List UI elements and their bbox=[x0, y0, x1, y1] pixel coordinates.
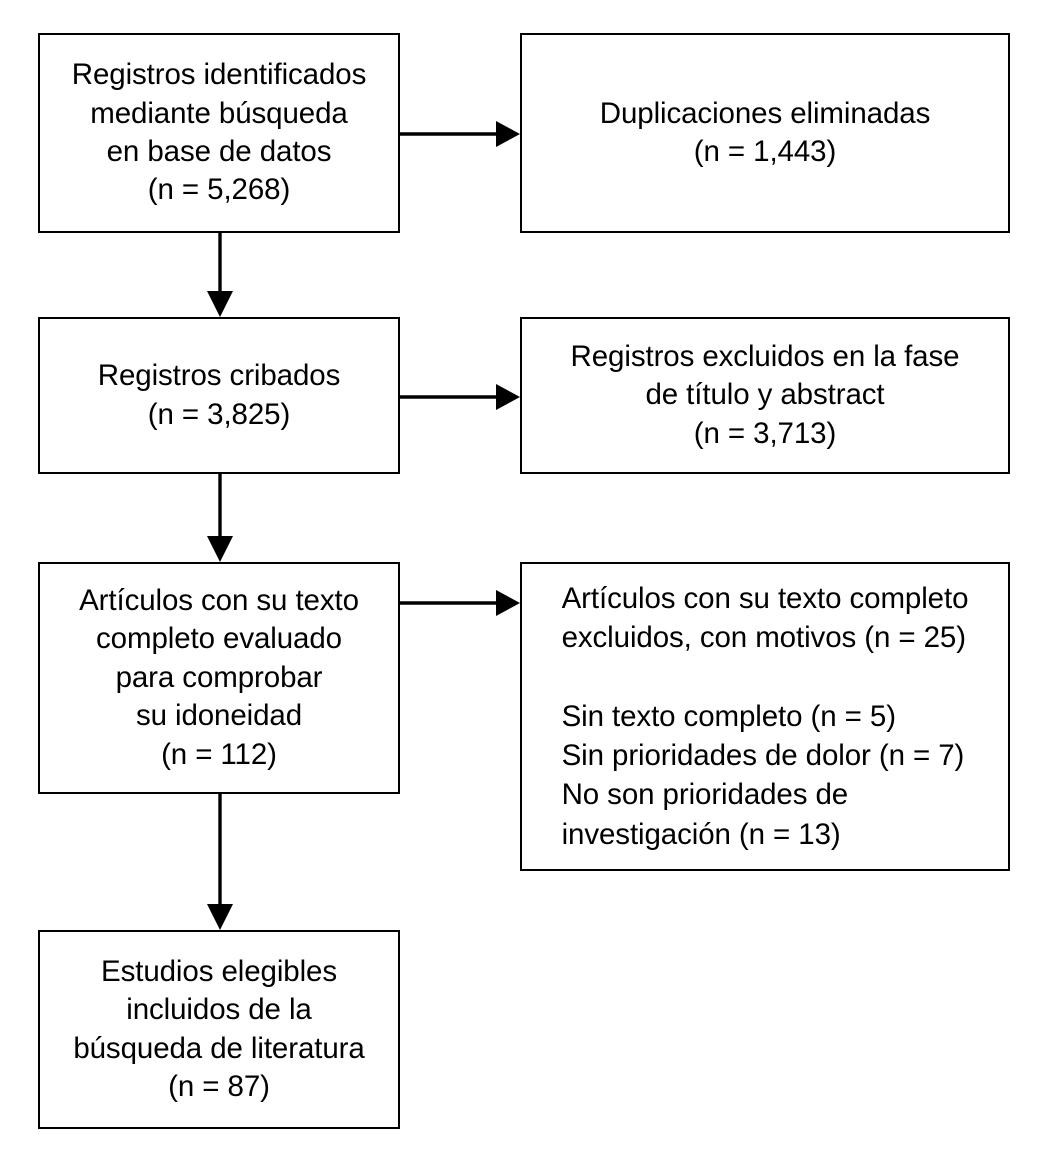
box-fulltext-assessed-text: Artículos con su texto completo evaluado… bbox=[79, 584, 359, 771]
arrow-assessed-to-included bbox=[202, 792, 238, 932]
arrow-screened-to-excluded bbox=[400, 381, 522, 413]
box-records-screened-text: Registros cribados (n = 3,825) bbox=[97, 359, 341, 431]
box-studies-included: Estudios elegibles incluidos de la búsqu… bbox=[38, 930, 400, 1129]
box-fulltext-excluded-text: Artículos con su texto completo excluido… bbox=[561, 582, 969, 851]
box-duplicates-removed: Duplicaciones eliminadas (n = 1,443) bbox=[520, 33, 1010, 233]
box-records-excluded: Registros excluidos en la fase de título… bbox=[520, 317, 1010, 474]
box-duplicates-removed-text: Duplicaciones eliminadas (n = 1,443) bbox=[599, 96, 931, 168]
box-records-identified: Registros identificados mediante búsqued… bbox=[38, 33, 400, 233]
box-records-screened: Registros cribados (n = 3,825) bbox=[38, 317, 400, 474]
box-records-excluded-text: Registros excluidos en la fase de título… bbox=[570, 339, 960, 450]
arrow-screened-to-assessed bbox=[202, 472, 238, 564]
arrow-assessed-to-fulltext-excluded bbox=[400, 587, 522, 619]
box-fulltext-assessed: Artículos con su texto completo evaluado… bbox=[38, 562, 400, 794]
arrow-identified-to-screened bbox=[202, 231, 238, 319]
box-studies-included-text: Estudios elegibles incluidos de la búsqu… bbox=[73, 954, 365, 1103]
arrow-identified-to-duplicates bbox=[400, 118, 522, 150]
box-fulltext-excluded: Artículos con su texto completo excluido… bbox=[520, 562, 1010, 871]
box-records-identified-text: Registros identificados mediante búsqued… bbox=[71, 58, 367, 207]
